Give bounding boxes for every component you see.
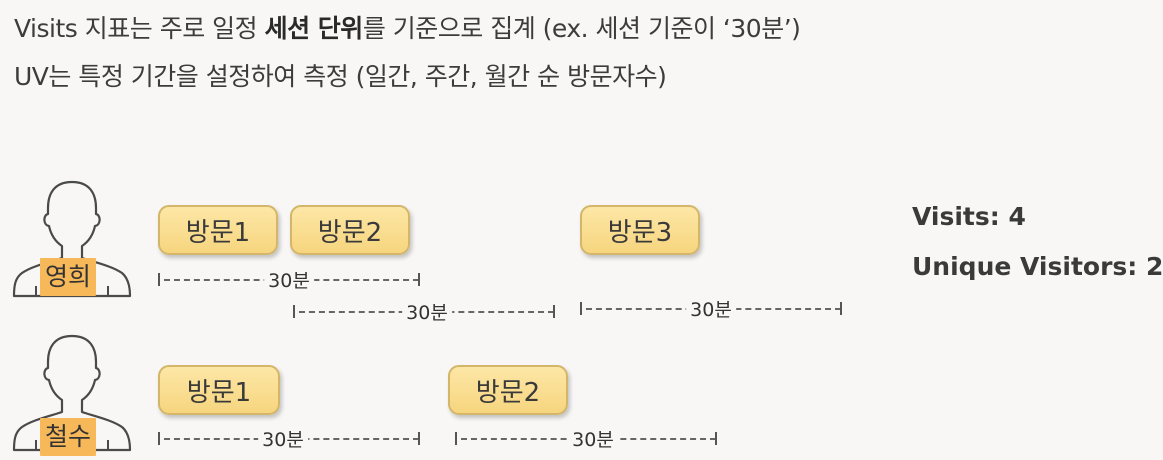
session-start-tick bbox=[158, 432, 160, 445]
session-start-tick bbox=[455, 432, 457, 445]
session-duration-label: 30분 bbox=[568, 429, 618, 451]
visit-box: 방문2 bbox=[290, 205, 410, 255]
person-cheolsu: 철수 bbox=[10, 332, 134, 456]
unique-visitors-metric: Unique Visitors: 2 bbox=[912, 252, 1163, 281]
session-span: 30분 bbox=[580, 299, 842, 321]
name-tag: 철수 bbox=[40, 418, 97, 456]
session-span: 30분 bbox=[158, 270, 420, 292]
session-span: 30분 bbox=[293, 302, 555, 324]
session-start-tick bbox=[580, 302, 582, 315]
visit-box: 방문2 bbox=[448, 365, 568, 415]
session-duration-label: 30분 bbox=[258, 429, 308, 451]
visits-metric: Visits: 4 bbox=[912, 202, 1026, 231]
description-line-1-pre: Visits 지표는 주로 일정 bbox=[14, 14, 265, 43]
session-end-tick bbox=[418, 273, 420, 286]
session-start-tick bbox=[158, 273, 160, 286]
session-span: 30분 bbox=[158, 429, 420, 451]
session-duration-label: 30분 bbox=[402, 302, 452, 324]
session-end-tick bbox=[553, 305, 555, 318]
visit-box: 방문1 bbox=[158, 365, 280, 415]
session-end-tick bbox=[840, 302, 842, 315]
visit-box: 방문1 bbox=[158, 205, 278, 255]
description-line-1-bold: 세션 단위 bbox=[264, 14, 364, 43]
description-line-1-post: 를 기준으로 집계 (ex. 세션 기준이 ‘30분’) bbox=[362, 14, 801, 43]
name-tag: 영희 bbox=[40, 258, 97, 296]
visit-box: 방문3 bbox=[580, 205, 700, 255]
description-line-1: Visits 지표는 주로 일정 세션 단위를 기준으로 집계 (ex. 세션 … bbox=[14, 9, 801, 45]
session-duration-label: 30분 bbox=[686, 299, 736, 321]
person-younghee: 영희 bbox=[10, 178, 134, 298]
session-end-tick bbox=[715, 432, 717, 445]
session-end-tick bbox=[418, 432, 420, 445]
description-line-2: UV는 특정 기간을 설정하여 측정 (일간, 주간, 월간 순 방문자수) bbox=[14, 62, 667, 91]
session-start-tick bbox=[293, 305, 295, 318]
person-outline-icon bbox=[12, 180, 132, 298]
session-span: 30분 bbox=[455, 429, 717, 451]
session-duration-label: 30분 bbox=[264, 270, 314, 292]
